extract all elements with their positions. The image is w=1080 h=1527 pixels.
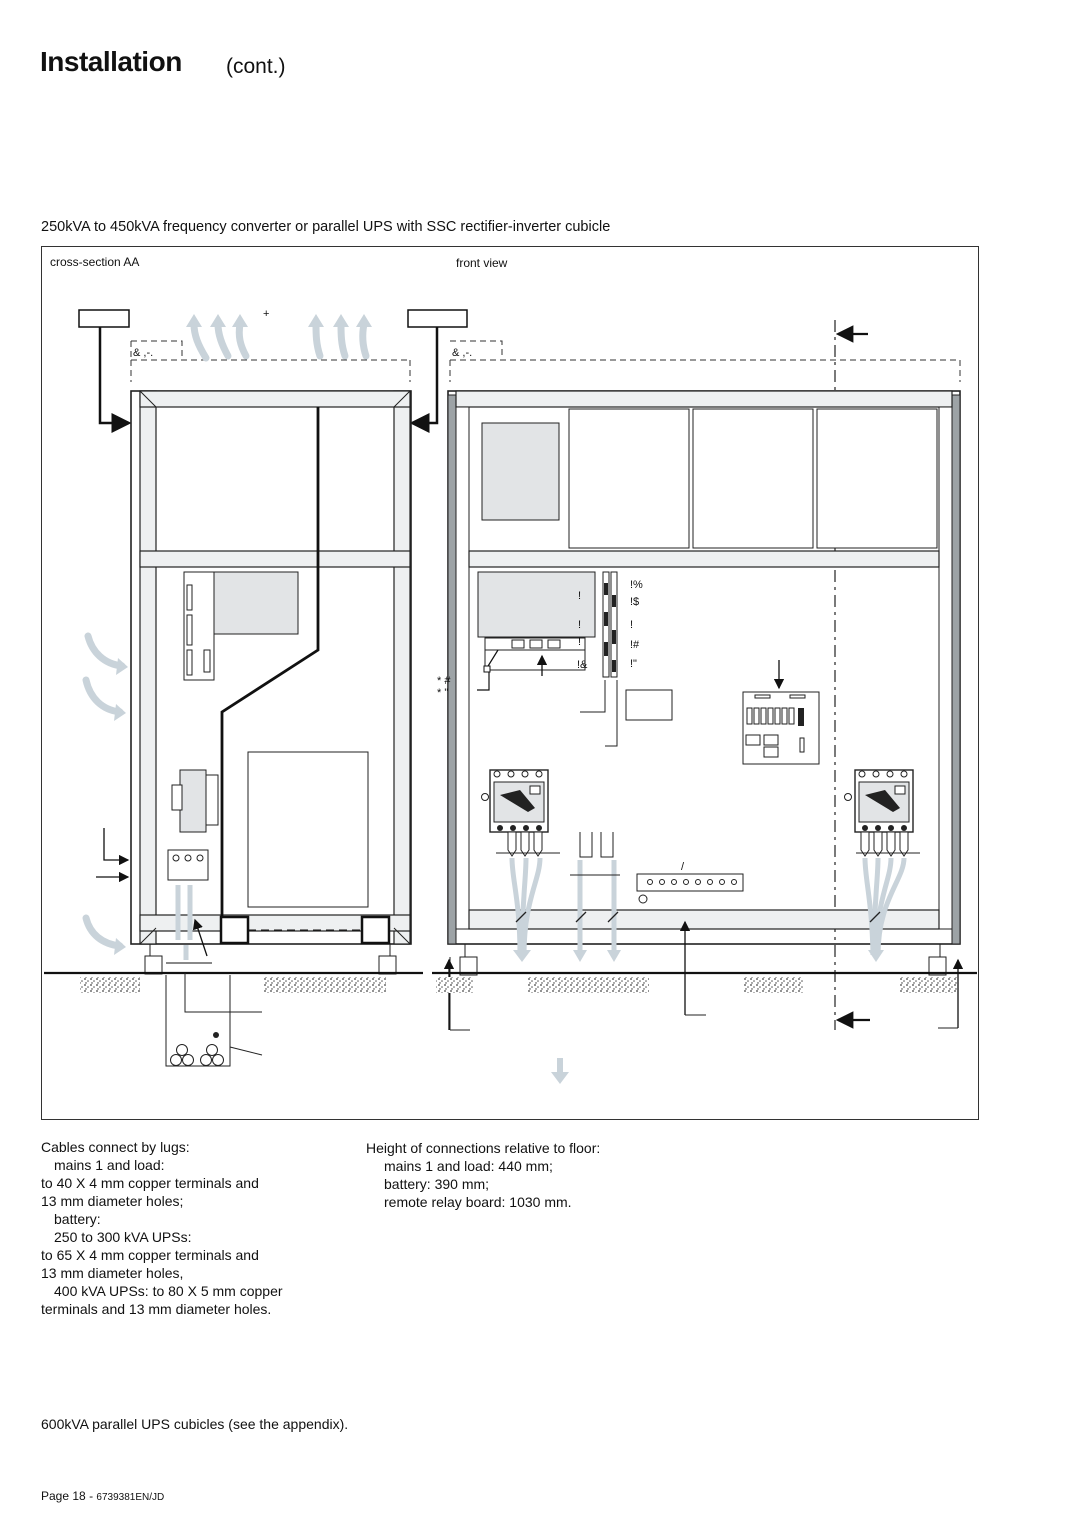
note-line: to 40 X 4 mm copper terminals and [41, 1175, 259, 1191]
callout-r6: !& [577, 659, 588, 671]
page-footer: Page 18 - 6739381EN/JD [41, 1489, 164, 1503]
callout-c2: ! [578, 619, 581, 631]
view-label-front: front view [456, 256, 508, 270]
page-title: Installation [40, 46, 182, 77]
note-line: to 65 X 4 mm copper terminals and [41, 1247, 259, 1263]
note-line: mains 1 and load: [54, 1157, 165, 1173]
callout-r5: !" [630, 658, 637, 670]
page-title-suffix: (cont.) [226, 55, 286, 78]
callout-c1: ! [578, 590, 581, 602]
note-line: terminals and 13 mm diameter holes. [41, 1301, 272, 1317]
callout-right-top: & ,-. [452, 347, 472, 359]
page-number: Page 18 [41, 1489, 86, 1503]
note-line: Height of connections relative to floor: [366, 1140, 601, 1156]
figure-caption: 250kVA to 450kVA frequency converter or … [41, 219, 611, 235]
note-line: battery: 390 mm; [384, 1176, 490, 1192]
callout-left-top: & ,-. [133, 347, 153, 359]
callout-r1: !% [630, 579, 643, 591]
document-reference: 6739381EN/JD [96, 1492, 165, 1503]
callout-star1: * # [437, 675, 451, 687]
note-line: 400 kVA UPSs: to 80 X 5 mm copper [54, 1283, 283, 1299]
appendix-note: 600kVA parallel UPS cubicles (see the ap… [41, 1416, 349, 1432]
callout-r4: !# [630, 639, 640, 651]
note-line: battery: [54, 1211, 101, 1227]
callout-r2: !$ [630, 596, 639, 608]
note-line: 13 mm diameter holes, [41, 1265, 184, 1281]
switch-left [481, 769, 549, 857]
callout-c3: ! [578, 636, 581, 648]
front-view [432, 320, 977, 1084]
switch-right [844, 769, 914, 857]
note-line: Cables connect by lugs: [41, 1139, 190, 1155]
footer-separator: - [89, 1489, 94, 1503]
cable-notes: Cables connect by lugs: mains 1 and load… [41, 1138, 283, 1318]
figure-frame [41, 246, 979, 1120]
note-line: 250 to 300 kVA UPSs: [54, 1229, 192, 1245]
callout-slash: / [681, 861, 685, 873]
callout-plus: + [263, 308, 269, 320]
note-line: 13 mm diameter holes; [41, 1193, 184, 1209]
callout-star2: * " [437, 687, 448, 699]
note-line: mains 1 and load: 440 mm; [384, 1158, 553, 1174]
callout-r3: ! [630, 619, 633, 631]
view-label-cross-section: cross-section AA [50, 255, 140, 269]
height-notes: Height of connections relative to floor:… [366, 1139, 600, 1211]
note-line: remote relay board: 1030 mm. [384, 1194, 572, 1210]
cross-section-view [44, 309, 468, 1067]
